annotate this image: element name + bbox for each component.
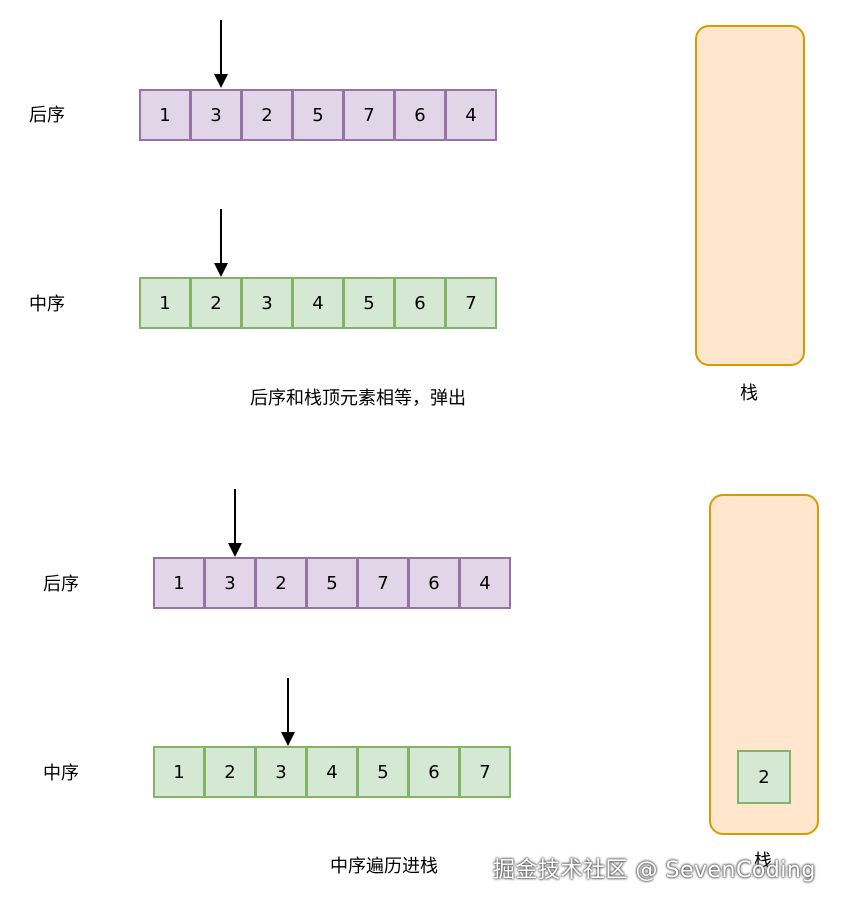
array-cell: 2 — [255, 557, 307, 609]
array-cell: 7 — [357, 557, 409, 609]
array-cell: 3 — [255, 746, 307, 798]
bottom-stack-item: 2 — [737, 750, 791, 804]
bottom-stack-label: 栈 — [754, 851, 772, 872]
array-cell: 4 — [445, 89, 497, 141]
array-cell: 2 — [204, 746, 256, 798]
top-inorder-array: 1 2 3 4 5 6 7 — [139, 277, 497, 329]
array-cell: 5 — [292, 89, 344, 141]
top-caption: 后序和栈顶元素相等，弹出 — [250, 388, 466, 409]
array-cell: 4 — [292, 277, 344, 329]
array-cell: 3 — [241, 277, 293, 329]
bottom-inorder-label: 中序 — [43, 763, 79, 784]
array-cell: 1 — [153, 746, 205, 798]
array-cell: 6 — [408, 557, 460, 609]
array-cell: 3 — [204, 557, 256, 609]
top-inorder-label: 中序 — [29, 294, 65, 315]
top-inorder-pointer-arrow — [214, 209, 228, 277]
bottom-inorder-pointer-arrow — [281, 678, 295, 746]
array-cell: 6 — [394, 89, 446, 141]
top-postorder-label: 后序 — [29, 105, 65, 126]
array-cell: 7 — [445, 277, 497, 329]
bottom-postorder-label: 后序 — [43, 574, 79, 595]
array-cell: 1 — [153, 557, 205, 609]
array-cell: 1 — [139, 277, 191, 329]
top-stack — [695, 25, 805, 366]
top-postorder-array: 1 3 2 5 7 6 4 — [139, 89, 497, 141]
watermark-text: 掘金技术社区 @ SevenCoding — [493, 858, 816, 883]
array-cell: 2 — [190, 277, 242, 329]
array-cell: 4 — [459, 557, 511, 609]
array-cell: 3 — [190, 89, 242, 141]
array-cell: 7 — [459, 746, 511, 798]
array-cell: 4 — [306, 746, 358, 798]
top-stack-label: 栈 — [740, 383, 758, 404]
array-cell: 2 — [241, 89, 293, 141]
top-postorder-pointer-arrow — [214, 20, 228, 88]
bottom-caption: 中序遍历进栈 — [330, 856, 438, 877]
bottom-inorder-array: 1 2 3 4 5 6 7 — [153, 746, 511, 798]
array-cell: 1 — [139, 89, 191, 141]
bottom-postorder-array: 1 3 2 5 7 6 4 — [153, 557, 511, 609]
array-cell: 5 — [357, 746, 409, 798]
array-cell: 5 — [306, 557, 358, 609]
array-cell: 6 — [408, 746, 460, 798]
bottom-postorder-pointer-arrow — [228, 489, 242, 557]
array-cell: 7 — [343, 89, 395, 141]
array-cell: 6 — [394, 277, 446, 329]
array-cell: 5 — [343, 277, 395, 329]
